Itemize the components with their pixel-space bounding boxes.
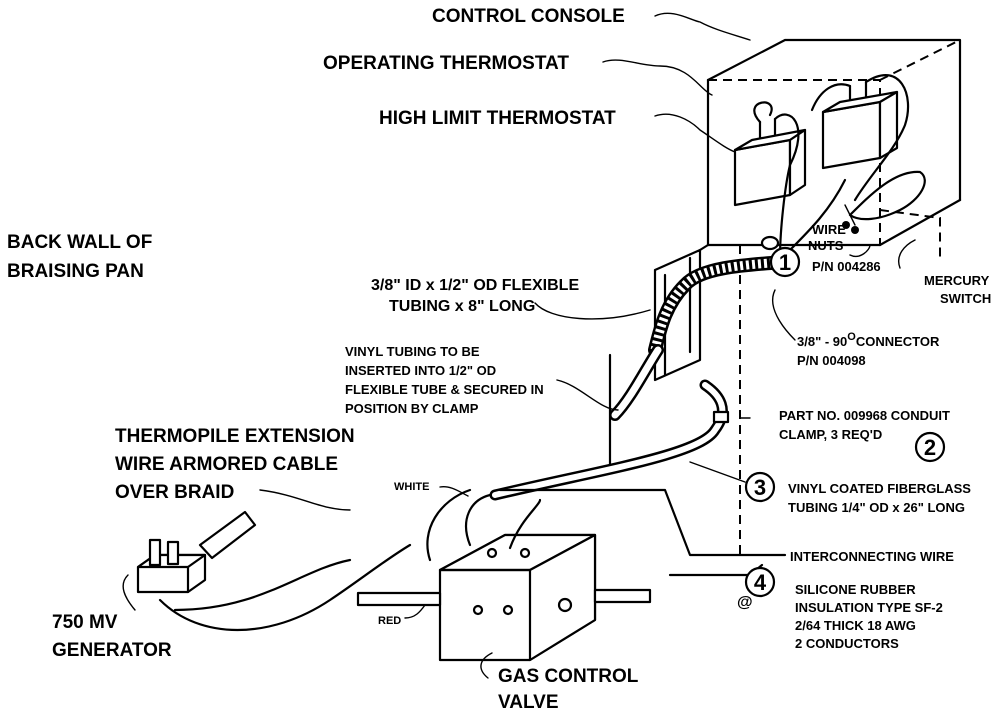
interconnecting-wire-label: INTERCONNECTING WIRE bbox=[790, 549, 954, 564]
vinyl-tubing-label-line3: FLEXIBLE TUBE & SECURED IN bbox=[345, 382, 544, 397]
callout-3-label: 3 bbox=[754, 475, 766, 500]
vinyl-tubing-label-line1: VINYL TUBING TO BE bbox=[345, 344, 480, 359]
silicone-label-line4: 2 CONDUCTORS bbox=[795, 636, 899, 651]
fiberglass-label-line2: TUBING 1/4" OD x 26" LONG bbox=[788, 500, 965, 515]
leader-lines bbox=[122, 12, 916, 679]
gas-valve-label-line2: VALVE bbox=[498, 692, 559, 711]
generator-label-line2: GENERATOR bbox=[52, 640, 172, 661]
callout-1-label: 1 bbox=[779, 250, 791, 275]
thermopile-cable bbox=[158, 543, 412, 631]
control-console-label: CONTROL CONSOLE bbox=[432, 6, 625, 27]
gas-control-valve bbox=[356, 533, 652, 662]
valve-wires bbox=[426, 488, 542, 562]
callout-3: 3 bbox=[744, 471, 776, 503]
clamp-label-line1: PART NO. 009968 CONDUIT bbox=[779, 408, 950, 423]
at-symbol: @ bbox=[737, 594, 753, 611]
high-limit-thermostat-label: HIGH LIMIT THERMOSTAT bbox=[379, 108, 616, 129]
callout-2: 2 bbox=[914, 431, 946, 463]
vinyl-tubing bbox=[609, 344, 664, 421]
mercury-switch-label-line1: MERCURY bbox=[924, 273, 990, 288]
back-wall-label-line1: BACK WALL OF bbox=[7, 232, 152, 253]
flex-tubing-label-line2: TUBING x 8" LONG bbox=[389, 298, 535, 315]
fiberglass-label-line1: VINYL COATED FIBERGLASS bbox=[788, 481, 971, 496]
connector-size: 3/8" - 90 bbox=[797, 334, 847, 349]
callout-4-label: 4 bbox=[754, 570, 767, 595]
wire-nuts-label-line2: NUTS bbox=[808, 238, 844, 253]
fiberglass-tubing bbox=[489, 379, 730, 501]
operating-thermostat bbox=[788, 74, 910, 252]
generator bbox=[136, 510, 257, 594]
mercury-switch-label-line2: SWITCH bbox=[940, 291, 991, 306]
vinyl-tubing-label-line4: POSITION BY CLAMP bbox=[345, 401, 479, 416]
thermopile-label-line2: WIRE ARMORED CABLE bbox=[115, 454, 338, 475]
wire-nuts-label-line1: WIRE bbox=[812, 222, 846, 237]
silicone-label-line3: 2/64 THICK 18 AWG bbox=[795, 618, 916, 633]
white-wire-label: WHITE bbox=[394, 481, 429, 493]
operating-thermostat-label: OPERATING THERMOSTAT bbox=[323, 53, 569, 74]
control-console-box bbox=[698, 38, 962, 252]
flexible-tubing bbox=[648, 235, 792, 357]
silicone-label-line1: SILICONE RUBBER bbox=[795, 582, 916, 597]
callout-1: 1 bbox=[769, 246, 801, 278]
clamp-label-line2: CLAMP, 3 REQ'D bbox=[779, 427, 882, 442]
connector-label-line1: 3/8" - 90OCONNECTOR bbox=[797, 331, 940, 349]
generator-label-line1: 750 MV bbox=[52, 612, 118, 633]
thermopile-label-line3: OVER BRAID bbox=[115, 482, 234, 503]
connector-label-line2: P/N 004098 bbox=[797, 353, 866, 368]
silicone-label-line2: INSULATION TYPE SF-2 bbox=[795, 600, 943, 615]
thermopile-label-line1: THERMOPILE EXTENSION bbox=[115, 426, 355, 447]
back-wall-label-line2: BRAISING PAN bbox=[7, 261, 144, 282]
gas-valve-label-line1: GAS CONTROL bbox=[498, 666, 639, 687]
high-limit-thermostat bbox=[733, 101, 807, 260]
callout-4: 4 bbox=[744, 566, 776, 598]
flex-tubing-label-line1: 3/8" ID x 1/2" OD FLEXIBLE bbox=[371, 277, 579, 294]
wire-nuts-part-number: P/N 004286 bbox=[812, 259, 881, 274]
connector-word: CONNECTOR bbox=[856, 334, 940, 349]
connector-degree: O bbox=[847, 331, 856, 343]
callout-2-label: 2 bbox=[924, 435, 936, 460]
vinyl-tubing-label-line2: INSERTED INTO 1/2" OD bbox=[345, 363, 496, 378]
mercury-switch bbox=[842, 170, 941, 260]
red-wire-label: RED bbox=[378, 615, 401, 627]
